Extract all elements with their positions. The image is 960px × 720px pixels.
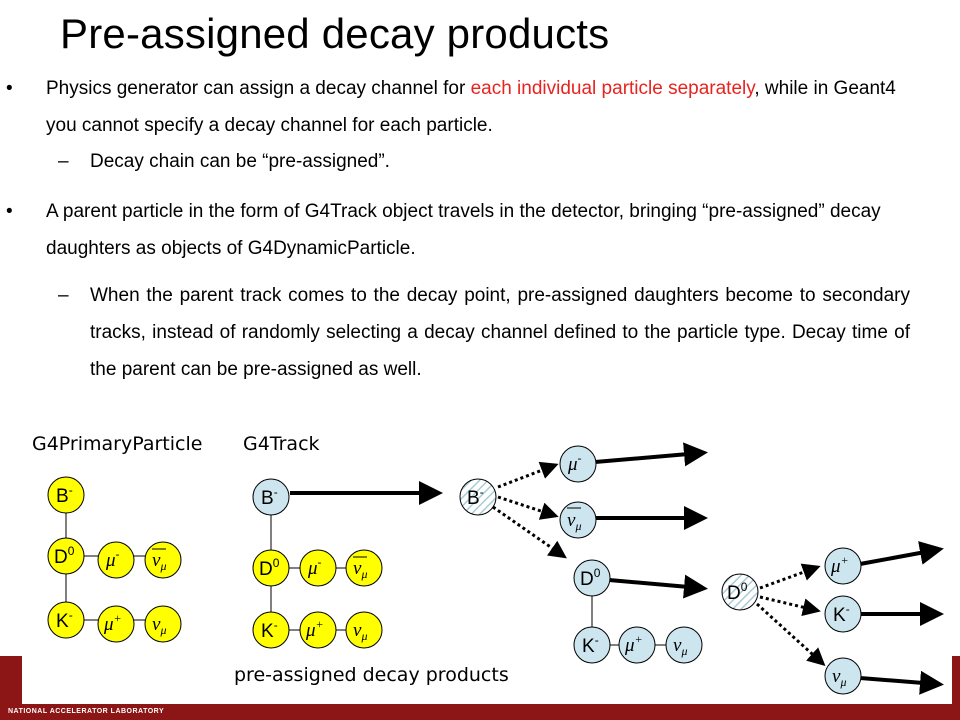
bullet-text-highlight: each individual particle separately — [470, 78, 755, 99]
particle-label-d0: D0 — [727, 580, 748, 604]
decay-dotted-arrow — [755, 602, 826, 667]
particle-d0-decayed — [721, 573, 759, 611]
d0-track-tree: D0 K- μ+ νμ — [573, 559, 708, 664]
particle-b-minus-decayed — [459, 478, 497, 516]
decay-dotted-arrow — [492, 505, 567, 559]
particle-label-mu: μ+ — [305, 617, 324, 641]
particle-label-nu: νμ — [152, 614, 166, 637]
particle-mu-plus — [97, 605, 135, 643]
particle-nu-mu-bar — [559, 501, 597, 539]
slide-title: Pre-assigned decay products — [60, 10, 610, 57]
particle-mu-plus — [299, 611, 337, 649]
particle-label-nu: νμ — [152, 550, 166, 573]
particle-label-mu: μ- — [105, 547, 120, 571]
particle-label-k: K- — [833, 602, 850, 626]
particle-mu-minus — [97, 541, 135, 579]
particle-b-minus — [47, 476, 85, 514]
primary-particle-tree: B- D0 K- μ- νμ μ+ νμ — [47, 476, 182, 643]
subbullet-text: Decay chain can be “pre-assigned”. — [90, 151, 390, 172]
particle-label-mu: μ+ — [624, 632, 643, 656]
subbullet-decay-point: – When the parent track comes to the dec… — [58, 277, 910, 388]
particle-label-nu: νμ — [567, 510, 581, 533]
particle-label-d0: D0 — [580, 566, 601, 590]
particle-d0 — [573, 559, 611, 597]
particle-d0 — [252, 549, 290, 587]
label-g4primaryparticle: G4PrimaryParticle — [32, 433, 203, 455]
particle-k-minus — [47, 601, 85, 639]
particle-label-mu: μ- — [567, 451, 582, 475]
track-arrow — [859, 670, 944, 695]
particle-label-k: K- — [56, 608, 73, 632]
particle-nu-mu — [824, 657, 862, 695]
decay-dotted-arrow — [759, 595, 821, 616]
footer-edge-mark — [952, 656, 960, 704]
footer-bar — [0, 704, 960, 720]
b-decay: B- μ- νμ — [459, 442, 708, 559]
particle-label-b: B- — [467, 485, 484, 509]
lab-logo-mark — [0, 656, 22, 704]
bullet-physics-generator: • Physics generator can assign a decay c… — [6, 70, 916, 144]
decay-dotted-arrow — [759, 563, 821, 590]
particle-label-mu: μ+ — [830, 553, 849, 577]
particle-d0 — [47, 537, 85, 575]
subbullet-decay-chain: – Decay chain can be “pre-assigned”. — [58, 143, 910, 180]
track-arrow — [594, 442, 708, 467]
footer-lab-name: NATIONAL ACCELERATOR LABORATORY — [8, 708, 165, 715]
particle-k-minus — [573, 626, 611, 664]
particle-nu-mu — [144, 605, 182, 643]
subbullet-text: When the parent track comes to the decay… — [90, 285, 910, 380]
bullet-marker: • — [6, 78, 13, 99]
subbullet-marker: – — [58, 285, 69, 306]
bullet-marker: • — [6, 201, 13, 222]
particle-mu-minus — [299, 549, 337, 587]
bullet-parent-particle: • A parent particle in the form of G4Tra… — [6, 193, 916, 267]
label-g4track: G4Track — [243, 433, 320, 455]
particle-label-nu: νμ — [673, 635, 687, 658]
particle-k-minus — [824, 595, 862, 633]
particle-label-b: B- — [261, 485, 278, 509]
particle-mu-plus — [824, 547, 862, 585]
track-arrow — [608, 574, 708, 599]
particle-nu-mu-bar — [345, 549, 383, 587]
particle-label-k: K- — [261, 618, 278, 642]
decay-dotted-arrow — [497, 461, 559, 489]
bullet-text: A parent particle in the form of G4Track… — [46, 201, 881, 259]
label-preassigned-products: pre-assigned decay products — [234, 664, 509, 686]
bullet-text-post: , while in Geant4 you cannot specify a d… — [46, 78, 896, 136]
particle-label-d0: D0 — [259, 556, 280, 580]
particle-label-mu: μ+ — [103, 611, 122, 635]
track-tree: B- D0 K- μ- νμ μ+ νμ — [252, 478, 443, 649]
particle-nu-mu — [665, 626, 703, 664]
particle-nu-mu-bar — [144, 541, 182, 579]
particle-mu-minus — [559, 445, 597, 483]
particle-label-nu: νμ — [353, 558, 367, 581]
particle-label-b: B- — [56, 483, 73, 507]
particle-k-minus — [252, 611, 290, 649]
bullet-text-pre: Physics generator can assign a decay cha… — [46, 78, 471, 99]
particle-b-minus — [252, 478, 290, 516]
particle-label-d0: D0 — [54, 544, 75, 568]
particle-label-nu: νμ — [353, 620, 367, 643]
subbullet-marker: – — [58, 151, 69, 172]
d0-decay: D0 μ+ K- νμ — [721, 541, 944, 695]
particle-mu-plus — [618, 626, 656, 664]
particle-label-nu: νμ — [832, 666, 846, 689]
track-arrow — [859, 541, 944, 566]
particle-label-k: K- — [582, 633, 599, 657]
particle-nu-mu — [345, 611, 383, 649]
decay-dotted-arrow — [497, 495, 559, 520]
particle-label-mu: μ- — [307, 555, 322, 579]
